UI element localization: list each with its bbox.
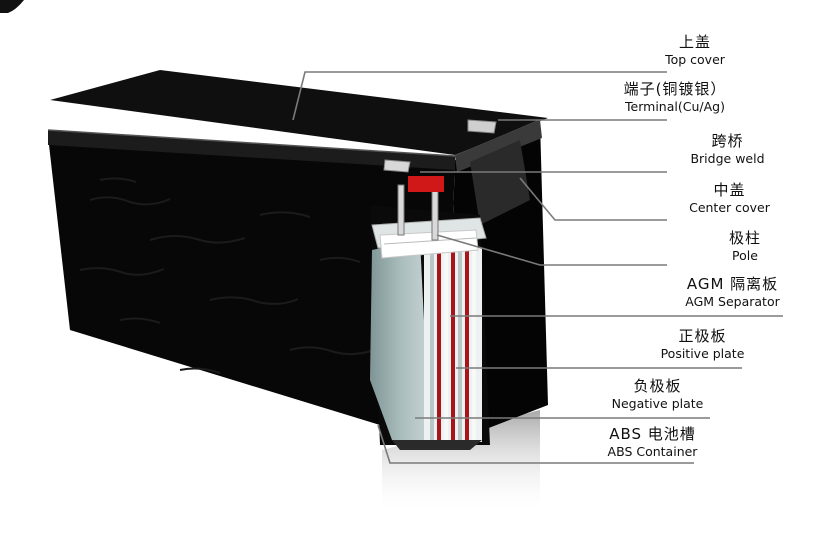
leader-top-cover (292, 71, 667, 121)
pole-left (397, 184, 405, 236)
label-center-cover-en: Center cover (689, 200, 770, 215)
label-abs-container-cn: ABS 电池槽 (609, 425, 696, 443)
label-positive-plate-cn: 正极板 (678, 327, 727, 345)
label-terminal-en: Terminal(Cu/Ag) (625, 99, 725, 114)
positive-plate-stripe (451, 250, 455, 440)
label-bridge-weld-cn: 跨桥 (711, 132, 744, 150)
label-bridge-weld-en: Bridge weld (690, 151, 765, 166)
leader-pole (436, 234, 667, 266)
callout-center-cover: 中盖 Center cover (662, 181, 797, 216)
callout-negative-plate: 负极板 Negative plate (585, 377, 730, 412)
label-negative-plate-cn: 负极板 (633, 377, 682, 395)
cutaway-section (370, 176, 490, 450)
leader-center-cover (519, 177, 667, 221)
callout-bridge-weld: 跨桥 Bridge weld (660, 132, 795, 167)
bridge-weld-block (408, 176, 444, 192)
terminals (383, 119, 497, 173)
positive-plate-stripe (465, 250, 469, 440)
leader-abs-container (377, 424, 694, 464)
plate-stripes (430, 250, 476, 440)
callout-abs-container: ABS 电池槽 ABS Container (580, 425, 725, 460)
callout-agm-separator: AGM 隔离板 AGM Separator (660, 275, 805, 310)
label-agm-separator-en: AGM Separator (685, 294, 780, 309)
label-terminal-cn: 端子(铜镀银） (623, 80, 727, 98)
callout-top-cover: 上盖 Top cover (640, 33, 750, 68)
battery-case (47, 70, 548, 445)
pole-right (431, 189, 439, 241)
label-pole-en: Pole (732, 248, 758, 263)
callout-pole: 极柱 Pole (695, 229, 795, 264)
label-negative-plate-en: Negative plate (611, 396, 704, 411)
callout-terminal: 端子(铜镀银） Terminal(Cu/Ag) (585, 80, 765, 115)
case-texture (79, 177, 375, 374)
label-positive-plate-en: Positive plate (660, 346, 745, 361)
label-top-cover-cn: 上盖 (678, 33, 711, 51)
label-top-cover-en: Top cover (665, 52, 725, 67)
positive-plate-stripe (437, 250, 441, 440)
label-center-cover-cn: 中盖 (713, 181, 746, 199)
label-agm-separator-cn: AGM 隔离板 (686, 275, 779, 293)
corner-mark (0, 0, 24, 13)
callout-positive-plate: 正极板 Positive plate (630, 327, 775, 362)
label-pole-cn: 极柱 (728, 229, 761, 247)
leader-lines (292, 71, 783, 464)
label-abs-container-en: ABS Container (607, 444, 698, 459)
